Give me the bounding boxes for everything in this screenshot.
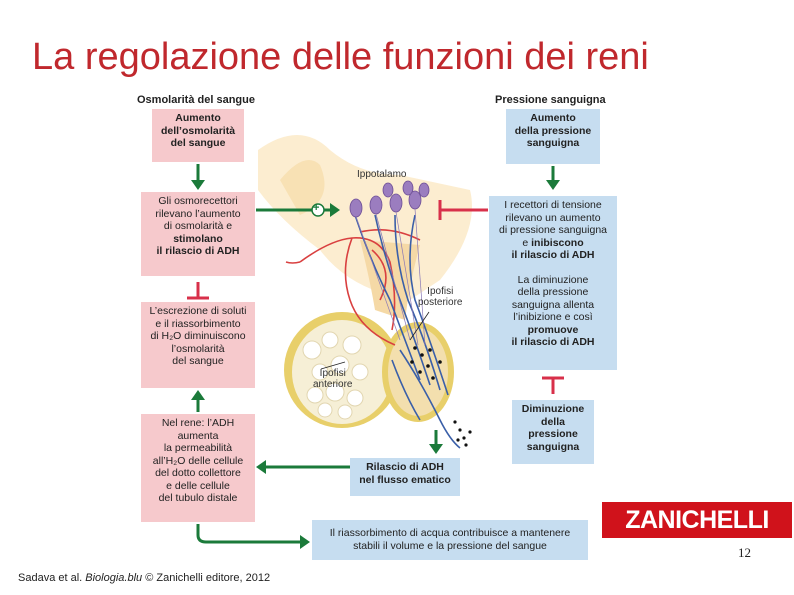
right-inhibit-bar	[542, 376, 564, 394]
kidney-to-result-arrow	[196, 524, 310, 549]
page-title: La regolazione delle funzioni dei reni	[32, 36, 649, 78]
box-line: del dotto collettore	[155, 467, 241, 479]
plus-sign: +	[313, 202, 320, 214]
box-line: Nel rene: l’ADH	[161, 417, 235, 429]
source-credit: Sadava et al. Biologia.blu © Zanichelli …	[18, 572, 270, 584]
pressure-increase-box: Aumento della pressione sanguigna	[506, 109, 600, 164]
box-line: di H₂O diminuiscono	[150, 330, 246, 342]
box-line: nel flusso ematico	[359, 473, 451, 486]
page-number: 12	[738, 545, 751, 560]
left-arrow-2	[191, 390, 205, 412]
box-line: Il riassorbimento di acqua contribuisce …	[329, 527, 571, 539]
box-line: sanguigna	[526, 137, 580, 149]
credit-book: Biologia.blu	[85, 572, 143, 584]
logo-text: ZANICHELLI	[625, 506, 769, 534]
label-line: Ipofisi	[319, 368, 346, 379]
box-line: aumenta	[177, 429, 219, 442]
box-line: stimolano	[173, 232, 223, 245]
credit-suffix: © Zanichelli editore, 2012	[142, 572, 271, 584]
hypothalamus-label: Ippotalamo	[357, 169, 407, 180]
release-to-kidney-arrow	[256, 460, 350, 474]
box-line: della pressione	[514, 124, 592, 137]
box-line: promuove	[527, 323, 579, 336]
box-line: Rilascio di ADH	[366, 461, 444, 473]
box-line: di osmolarità e	[163, 220, 233, 232]
box-line: Aumento	[530, 112, 576, 124]
box-line: pressione	[528, 428, 578, 440]
adh-release-box: Rilascio di ADH nel flusso ematico	[350, 458, 460, 496]
box-line: il rilascio di ADH	[511, 336, 595, 348]
box-line: la permeabilità	[163, 442, 233, 454]
box-line: rilevano l’aumento	[155, 207, 241, 220]
label-line: posteriore	[418, 297, 463, 308]
box-line: del sangue	[170, 137, 226, 149]
plus-circle	[311, 203, 325, 217]
osmoreceptor-box: Gli osmorecettori rilevano l’aumento di …	[141, 192, 255, 276]
box-line: e	[522, 236, 529, 249]
box-line: sanguigna allenta	[511, 298, 595, 311]
osmolarity-increase-box: Aumento dell’osmolarità del sangue	[152, 109, 244, 162]
box-line: della	[541, 415, 565, 428]
posterior-pituitary-label: Ipofisi posteriore	[418, 286, 462, 308]
box-line: dell’osmolarità	[160, 124, 236, 137]
publisher-logo: ZANICHELLI	[602, 502, 792, 538]
left-arrow-1	[191, 164, 205, 190]
kidney-adh-box: Nel rene: l’ADH aumenta la permeabilità …	[141, 414, 255, 522]
box-line: rilevano un aumento	[505, 211, 601, 224]
osmolarity-heading: Osmolarità del sangue	[137, 94, 255, 106]
label-line: anteriore	[313, 379, 353, 390]
right-arrow-1	[546, 166, 560, 190]
result-box: Il riassorbimento di acqua contribuisce …	[312, 520, 588, 560]
solute-excretion-box: L’escrezione di soluti e il riassorbimen…	[141, 302, 255, 388]
right-inhibit-line	[438, 200, 488, 220]
box-line: l’inibizione e così	[513, 311, 593, 323]
box-line: del tubulo distale	[158, 492, 238, 504]
box-line: e il riassorbimento	[155, 317, 241, 330]
box-line: il rilascio di ADH	[156, 245, 240, 257]
box-line: inibiscono	[531, 236, 584, 249]
box-line: il rilascio di ADH	[511, 249, 595, 261]
box-line: I recettori di tensione	[504, 199, 602, 211]
pituitary-stalk	[360, 240, 420, 320]
anterior-pituitary-label: Ipofisi anteriore	[313, 368, 352, 390]
box-line: Aumento	[175, 112, 221, 124]
box-line: L’escrezione di soluti	[149, 305, 247, 317]
pressure-decrease-box: Diminuzione della pressione sanguigna	[512, 400, 594, 464]
box-line: La diminuzione	[517, 273, 589, 286]
box-line: l’osmolarità	[171, 342, 225, 355]
box-line: di pressione sanguigna	[499, 224, 607, 236]
box-line: Diminuzione	[521, 403, 585, 415]
box-line: Gli osmorecettori	[158, 195, 238, 207]
box-line: del sangue	[172, 355, 224, 367]
left-inhibit-bar	[187, 282, 209, 300]
credit-prefix: Sadava et al.	[18, 572, 86, 584]
box-line: stabili il volume e la pressione del san…	[353, 539, 547, 552]
box-line: sanguigna	[526, 440, 580, 453]
box-line: e delle cellule	[166, 479, 230, 492]
pituitary-release-arrow	[429, 430, 443, 454]
box-line: all’H₂O delle cellule	[152, 454, 244, 467]
label-line: Ipofisi	[427, 286, 454, 297]
pressure-heading: Pressione sanguigna	[495, 94, 606, 106]
box-line: della pressione	[517, 286, 589, 298]
stretch-receptor-box: I recettori di tensione rilevano un aume…	[489, 196, 617, 370]
